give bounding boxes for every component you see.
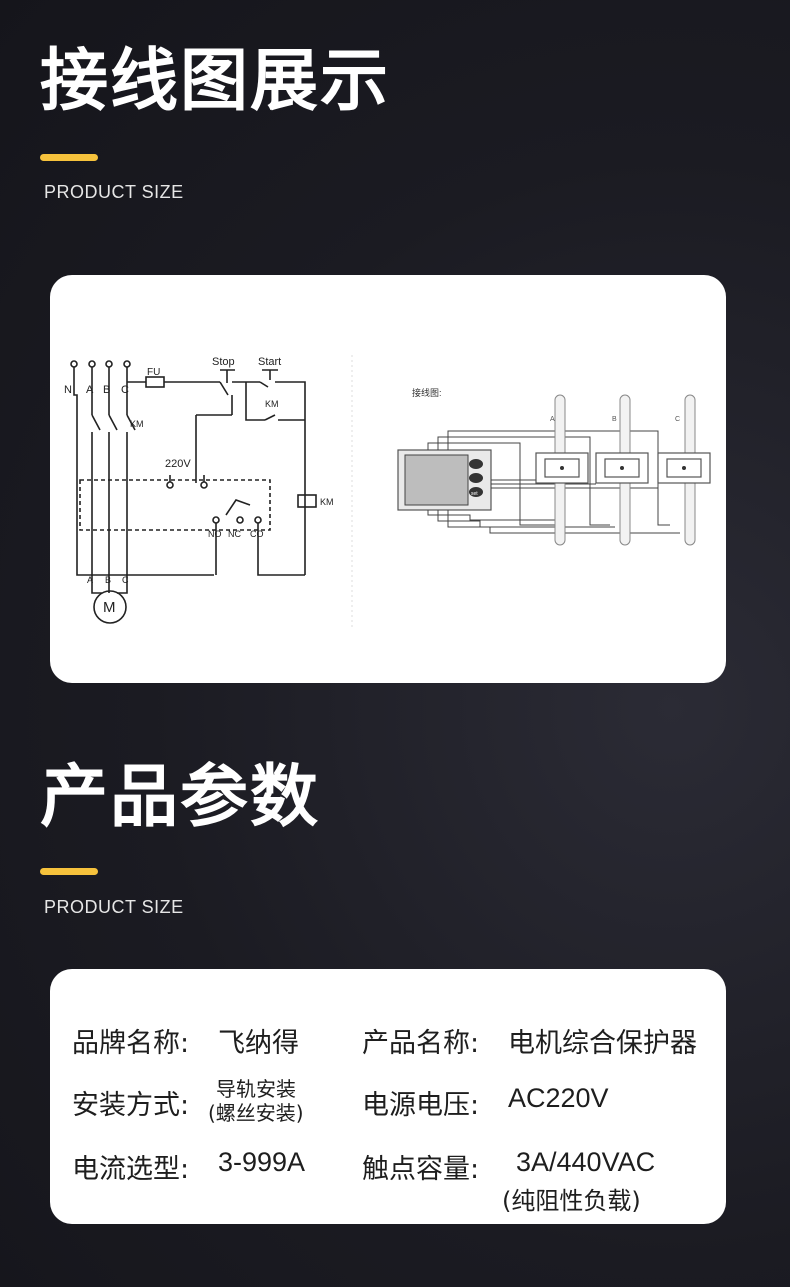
terminal-b: B [103, 384, 110, 396]
terminal-a: A [86, 384, 94, 396]
contact-nc: NC [228, 529, 241, 539]
right-phase-a: A [550, 416, 555, 423]
motor-phase-b: B [105, 575, 111, 585]
terminal-c: C [121, 384, 129, 396]
accent-bar [40, 868, 98, 875]
right-phase-b: B [612, 416, 617, 423]
motor-label: M [103, 599, 116, 616]
km-switch-label: KM [130, 419, 144, 429]
install-value-primary: 导轨安装 [216, 1077, 296, 1101]
install-value-secondary: (螺丝安装) [208, 1101, 304, 1125]
motor-phase-a: A [87, 575, 93, 585]
brand-value: 飞纳得 [218, 1028, 299, 1059]
voltage-label: 220V [165, 458, 191, 470]
right-schematic: 接线图: set [397, 387, 711, 546]
wiring-diagram: N A B C FU Stop Start KM KM KM 220V NO N… [64, 355, 711, 630]
brand-label: 品牌名称: [72, 1028, 190, 1059]
contact-co: CO [250, 529, 264, 539]
install-label: 安装方式: [72, 1090, 190, 1121]
params-card: 品牌名称: 飞纳得 产品名称: 电机综合保护器 安装方式: 导轨安装 (螺丝安装… [50, 969, 726, 1224]
set-button: set [471, 491, 478, 497]
motor-phase-c: C [122, 575, 129, 585]
power-value: AC220V [508, 1083, 609, 1113]
stop-label: Stop [212, 356, 235, 368]
power-label: 电源电压: [362, 1090, 480, 1121]
wiring-section-title: 接线图展示 [40, 42, 391, 121]
contact-value-primary: 3A/440VAC [516, 1147, 656, 1177]
current-value: 3-999A [218, 1147, 306, 1177]
wiring-diagram-card: N A B C FU Stop Start KM KM KM 220V NO N… [50, 275, 726, 683]
contact-label: 触点容量: [362, 1154, 480, 1185]
params-section-title: 产品参数 [40, 758, 321, 837]
contact-value-secondary: (纯阻性负载) [502, 1187, 641, 1215]
right-title: 接线图: [412, 387, 442, 398]
product-label: 产品名称: [362, 1028, 480, 1059]
contact-no: NO [208, 529, 222, 539]
wiring-section-subtitle: PRODUCT SIZE [44, 182, 184, 202]
current-label: 电流选型: [72, 1154, 190, 1185]
params-section-subtitle: PRODUCT SIZE [44, 897, 184, 917]
right-phase-c: C [675, 416, 680, 423]
start-label: Start [258, 356, 281, 368]
terminal-n: N [64, 384, 72, 396]
km-contact-label: KM [265, 399, 279, 409]
fuse-label: FU [147, 367, 160, 378]
accent-bar [40, 154, 98, 161]
km-coil-label: KM [320, 497, 334, 507]
product-value: 电机综合保护器 [508, 1028, 697, 1059]
